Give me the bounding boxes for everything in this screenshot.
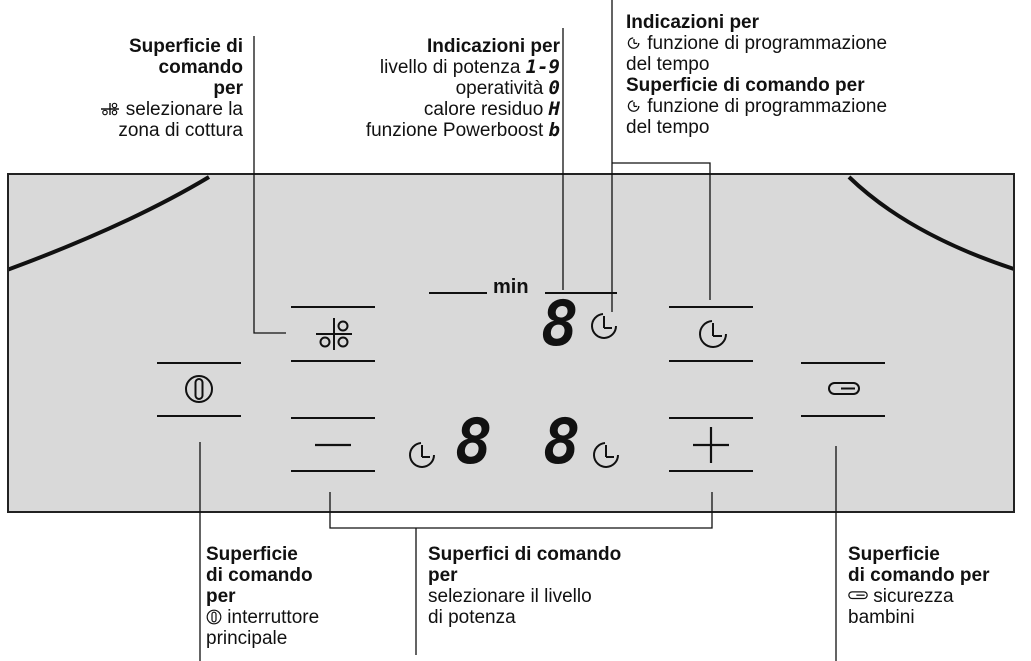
power-level-line-2: di potenza	[428, 607, 516, 628]
key-icon	[848, 591, 868, 600]
indications-line-3: calore residuo H	[423, 98, 560, 121]
timer-line-4: del tempo	[626, 117, 710, 138]
timer-icon	[409, 442, 435, 468]
indications-line-1: livello di potenza 1-9	[379, 56, 560, 79]
panel-graphics	[9, 175, 1013, 472]
power-icon	[206, 609, 222, 625]
child-lock-title-2: di comando per	[848, 565, 990, 586]
zone-select-title-1: Superficie di	[128, 36, 243, 57]
zone-select-text-2: zona di cottura	[118, 120, 243, 141]
timer-icon	[591, 313, 617, 339]
right-cooking-zone-arc	[847, 175, 1013, 271]
main-switch-label: Superficie di comando per interruttore p…	[206, 544, 319, 649]
power-level-title-2: per	[428, 565, 458, 586]
zone-select-label: Superficie di comando per selezionare la…	[60, 36, 243, 141]
main-switch-title-2: di comando	[206, 565, 313, 586]
left-cooking-zone-arc	[9, 175, 211, 272]
zone-select-text-1: selezionare la	[60, 99, 243, 120]
timer-line-1: funzione di programmazione	[626, 33, 1026, 54]
timer-icon	[627, 37, 640, 49]
timer-icon	[627, 100, 640, 112]
main-switch-line-1: interruttore	[206, 607, 319, 628]
timer-icon	[593, 442, 619, 468]
indications-label: Indicazioni per livello di potenza 1-9 o…	[270, 36, 560, 141]
residual-heat-symbol: H	[548, 98, 560, 120]
operativity-symbol: 0	[548, 77, 560, 99]
min-label: min	[493, 276, 529, 298]
power-digit-display-right: 8	[543, 405, 581, 478]
zone-select-title-2: comando	[158, 57, 243, 78]
power-level-symbol: 1-9	[525, 56, 560, 78]
indications-line-4: funzione Powerboost b	[365, 119, 560, 142]
power-digit-display-left: 8	[455, 405, 493, 478]
indications-title: Indicazioni per	[426, 36, 560, 57]
child-lock-title-1: Superficie	[848, 544, 940, 565]
plus-icon	[693, 427, 729, 463]
zone-select-title-3: per	[213, 78, 243, 99]
power-level-label: Superfici di comando per selezionare il …	[428, 544, 621, 628]
timer-line-3: funzione di programmazione	[626, 96, 1026, 117]
key-icon	[828, 382, 860, 395]
power-level-title-1: Superfici di comando	[428, 544, 622, 565]
zone-select-icon	[101, 102, 120, 116]
child-lock-label: Superficie di comando per sicurezza bamb…	[848, 544, 989, 628]
main-switch-line-2: principale	[206, 628, 288, 649]
indications-line-2: operatività 0	[455, 77, 560, 100]
powerboost-symbol: b	[548, 119, 560, 141]
cooktop-control-panel: min 8 8 8	[7, 173, 1015, 513]
timer-label: Indicazioni per funzione di programmazio…	[626, 12, 1026, 138]
power-level-line-1: selezionare il livello	[428, 586, 592, 607]
power-icon	[185, 375, 213, 403]
timer-icon	[699, 320, 727, 348]
main-switch-title-3: per	[206, 586, 236, 607]
main-switch-title-1: Superficie	[206, 544, 298, 565]
timer-digit-display: 8	[541, 287, 579, 360]
timer-title-1: Indicazioni per	[626, 12, 760, 33]
child-lock-line-1: sicurezza	[848, 586, 989, 607]
child-lock-line-2: bambini	[848, 607, 915, 628]
zone-select-icon	[316, 318, 352, 350]
timer-title-2: Superficie di comando per	[626, 75, 865, 96]
timer-line-2: del tempo	[626, 54, 710, 75]
